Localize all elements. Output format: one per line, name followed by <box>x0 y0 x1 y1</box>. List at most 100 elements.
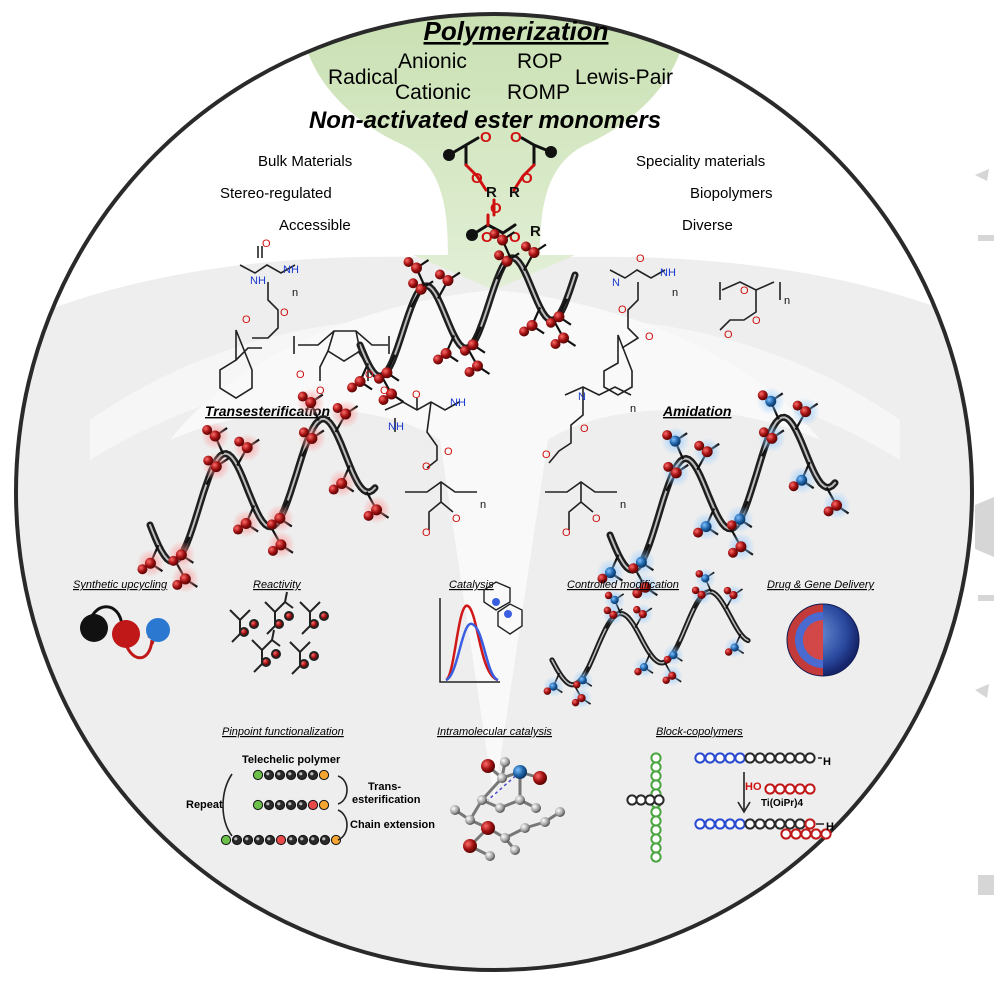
ester-oxygen <box>577 693 586 703</box>
right-polymer-labels: N NH n O O O O n O O <box>612 253 790 343</box>
polymer-bead <box>286 834 298 846</box>
ester-oxygen <box>662 430 673 441</box>
o-atom: O <box>471 170 483 187</box>
atom <box>520 823 530 833</box>
o-atom: O <box>740 285 749 297</box>
bead-highlight <box>299 772 303 776</box>
block-catalyst-label: Ti(OiPr)4 <box>761 798 803 809</box>
ester-oxygen <box>693 527 704 538</box>
o-atom: O <box>280 307 289 319</box>
ester-oxygen <box>695 570 703 578</box>
ester-oxygen <box>305 397 317 409</box>
block-ho-label: HO <box>745 781 762 793</box>
bead-highlight <box>234 837 238 841</box>
left-polymer-labels: NH NH n O O O O O O O <box>242 238 389 397</box>
ester-oxygen <box>415 283 427 295</box>
copolymer-bead <box>635 794 647 806</box>
copolymer-bead <box>804 783 816 795</box>
ester-oxygen <box>168 555 179 566</box>
ester-oxygen <box>336 478 348 490</box>
ester-oxygen <box>239 627 249 637</box>
pinpoint-arrows <box>222 773 348 841</box>
ester-oxygen <box>700 521 712 533</box>
ester-oxygen <box>663 655 672 664</box>
ester-oxygen <box>691 586 700 595</box>
r-group: R <box>530 223 541 240</box>
ester-oxygen <box>403 257 414 267</box>
ester-oxygen <box>472 360 483 372</box>
right-attr-diverse: Diverse <box>682 217 733 234</box>
copolymer-bead <box>650 779 662 791</box>
ester-oxygen <box>137 564 148 575</box>
atom <box>465 815 475 825</box>
transesterification-helix <box>136 388 391 593</box>
esterification-label: esterification <box>352 794 421 806</box>
method-romp: ROMP <box>507 81 570 104</box>
atom <box>497 773 507 783</box>
n-subscript: n <box>480 499 486 511</box>
bead-highlight <box>322 837 326 841</box>
nh-label: NH <box>388 421 404 433</box>
atom <box>500 833 510 843</box>
o-atom: O <box>444 446 453 458</box>
ester-oxygen <box>765 395 777 407</box>
atom <box>555 807 565 817</box>
nh-label: NH <box>660 267 676 279</box>
ester-oxygen <box>734 513 746 525</box>
controlled-modification-helix <box>542 567 751 709</box>
ester-oxygen <box>274 619 284 629</box>
ester-oxygen <box>381 367 393 379</box>
ester-oxygen <box>440 347 452 359</box>
polymer-bead <box>285 799 297 811</box>
ester-oxygen <box>597 573 608 584</box>
ester-oxygen <box>668 671 677 680</box>
amidation-label: Amidation <box>662 403 731 419</box>
catalysis-graphic <box>439 581 523 683</box>
copolymer-bead <box>764 783 776 795</box>
r-group: R <box>486 184 497 201</box>
copolymer-bead <box>626 794 638 806</box>
bead-highlight <box>266 802 270 806</box>
ester-oxygen <box>724 648 733 656</box>
copolymer-bead <box>650 770 662 782</box>
trans-label: Trans- <box>368 781 401 793</box>
copolymer-bead <box>794 818 806 830</box>
polymer-bead <box>307 769 319 781</box>
ester-oxygen <box>604 591 613 600</box>
ester-oxygen <box>662 676 670 685</box>
polymer-bead <box>307 799 319 811</box>
atom <box>463 839 477 853</box>
n-subscript: n <box>672 287 678 299</box>
ester-oxygen <box>459 345 470 356</box>
ester-oxygen <box>701 574 710 583</box>
copolymer-bead <box>704 752 716 764</box>
app-reactivity: Reactivity <box>253 579 302 591</box>
app-catalysis: Catalysis <box>449 579 494 591</box>
copolymer-bead <box>794 783 806 795</box>
copolymer-bead <box>784 818 796 830</box>
copolymer-bead <box>653 794 665 806</box>
copolymer-bead <box>754 752 766 764</box>
o-atom: O <box>542 449 551 461</box>
alkyl-bond <box>284 591 294 609</box>
ester-oxygen <box>144 557 156 569</box>
ester-oxygen <box>727 547 738 558</box>
bead-highlight <box>277 802 281 806</box>
ester-oxygen <box>669 650 678 660</box>
copolymer-bead <box>780 828 792 840</box>
polymer-bead <box>264 834 276 846</box>
ester-oxygen <box>319 611 329 621</box>
central-helix <box>347 229 579 405</box>
app-drug-gene-delivery: Drug & Gene Delivery <box>767 579 875 591</box>
ester-oxygen <box>633 605 641 614</box>
ester-oxygen <box>730 643 739 652</box>
copolymer-bead <box>784 783 796 795</box>
atom <box>513 765 527 779</box>
polymer-bead <box>285 769 297 781</box>
telechelic-label: Telechelic polymer <box>242 754 341 766</box>
polymer-bead <box>263 799 275 811</box>
intramolecular-molecule <box>450 757 565 861</box>
o-atom: O <box>242 314 251 326</box>
ester-oxygen <box>371 504 383 516</box>
o-atom: O <box>412 389 421 401</box>
